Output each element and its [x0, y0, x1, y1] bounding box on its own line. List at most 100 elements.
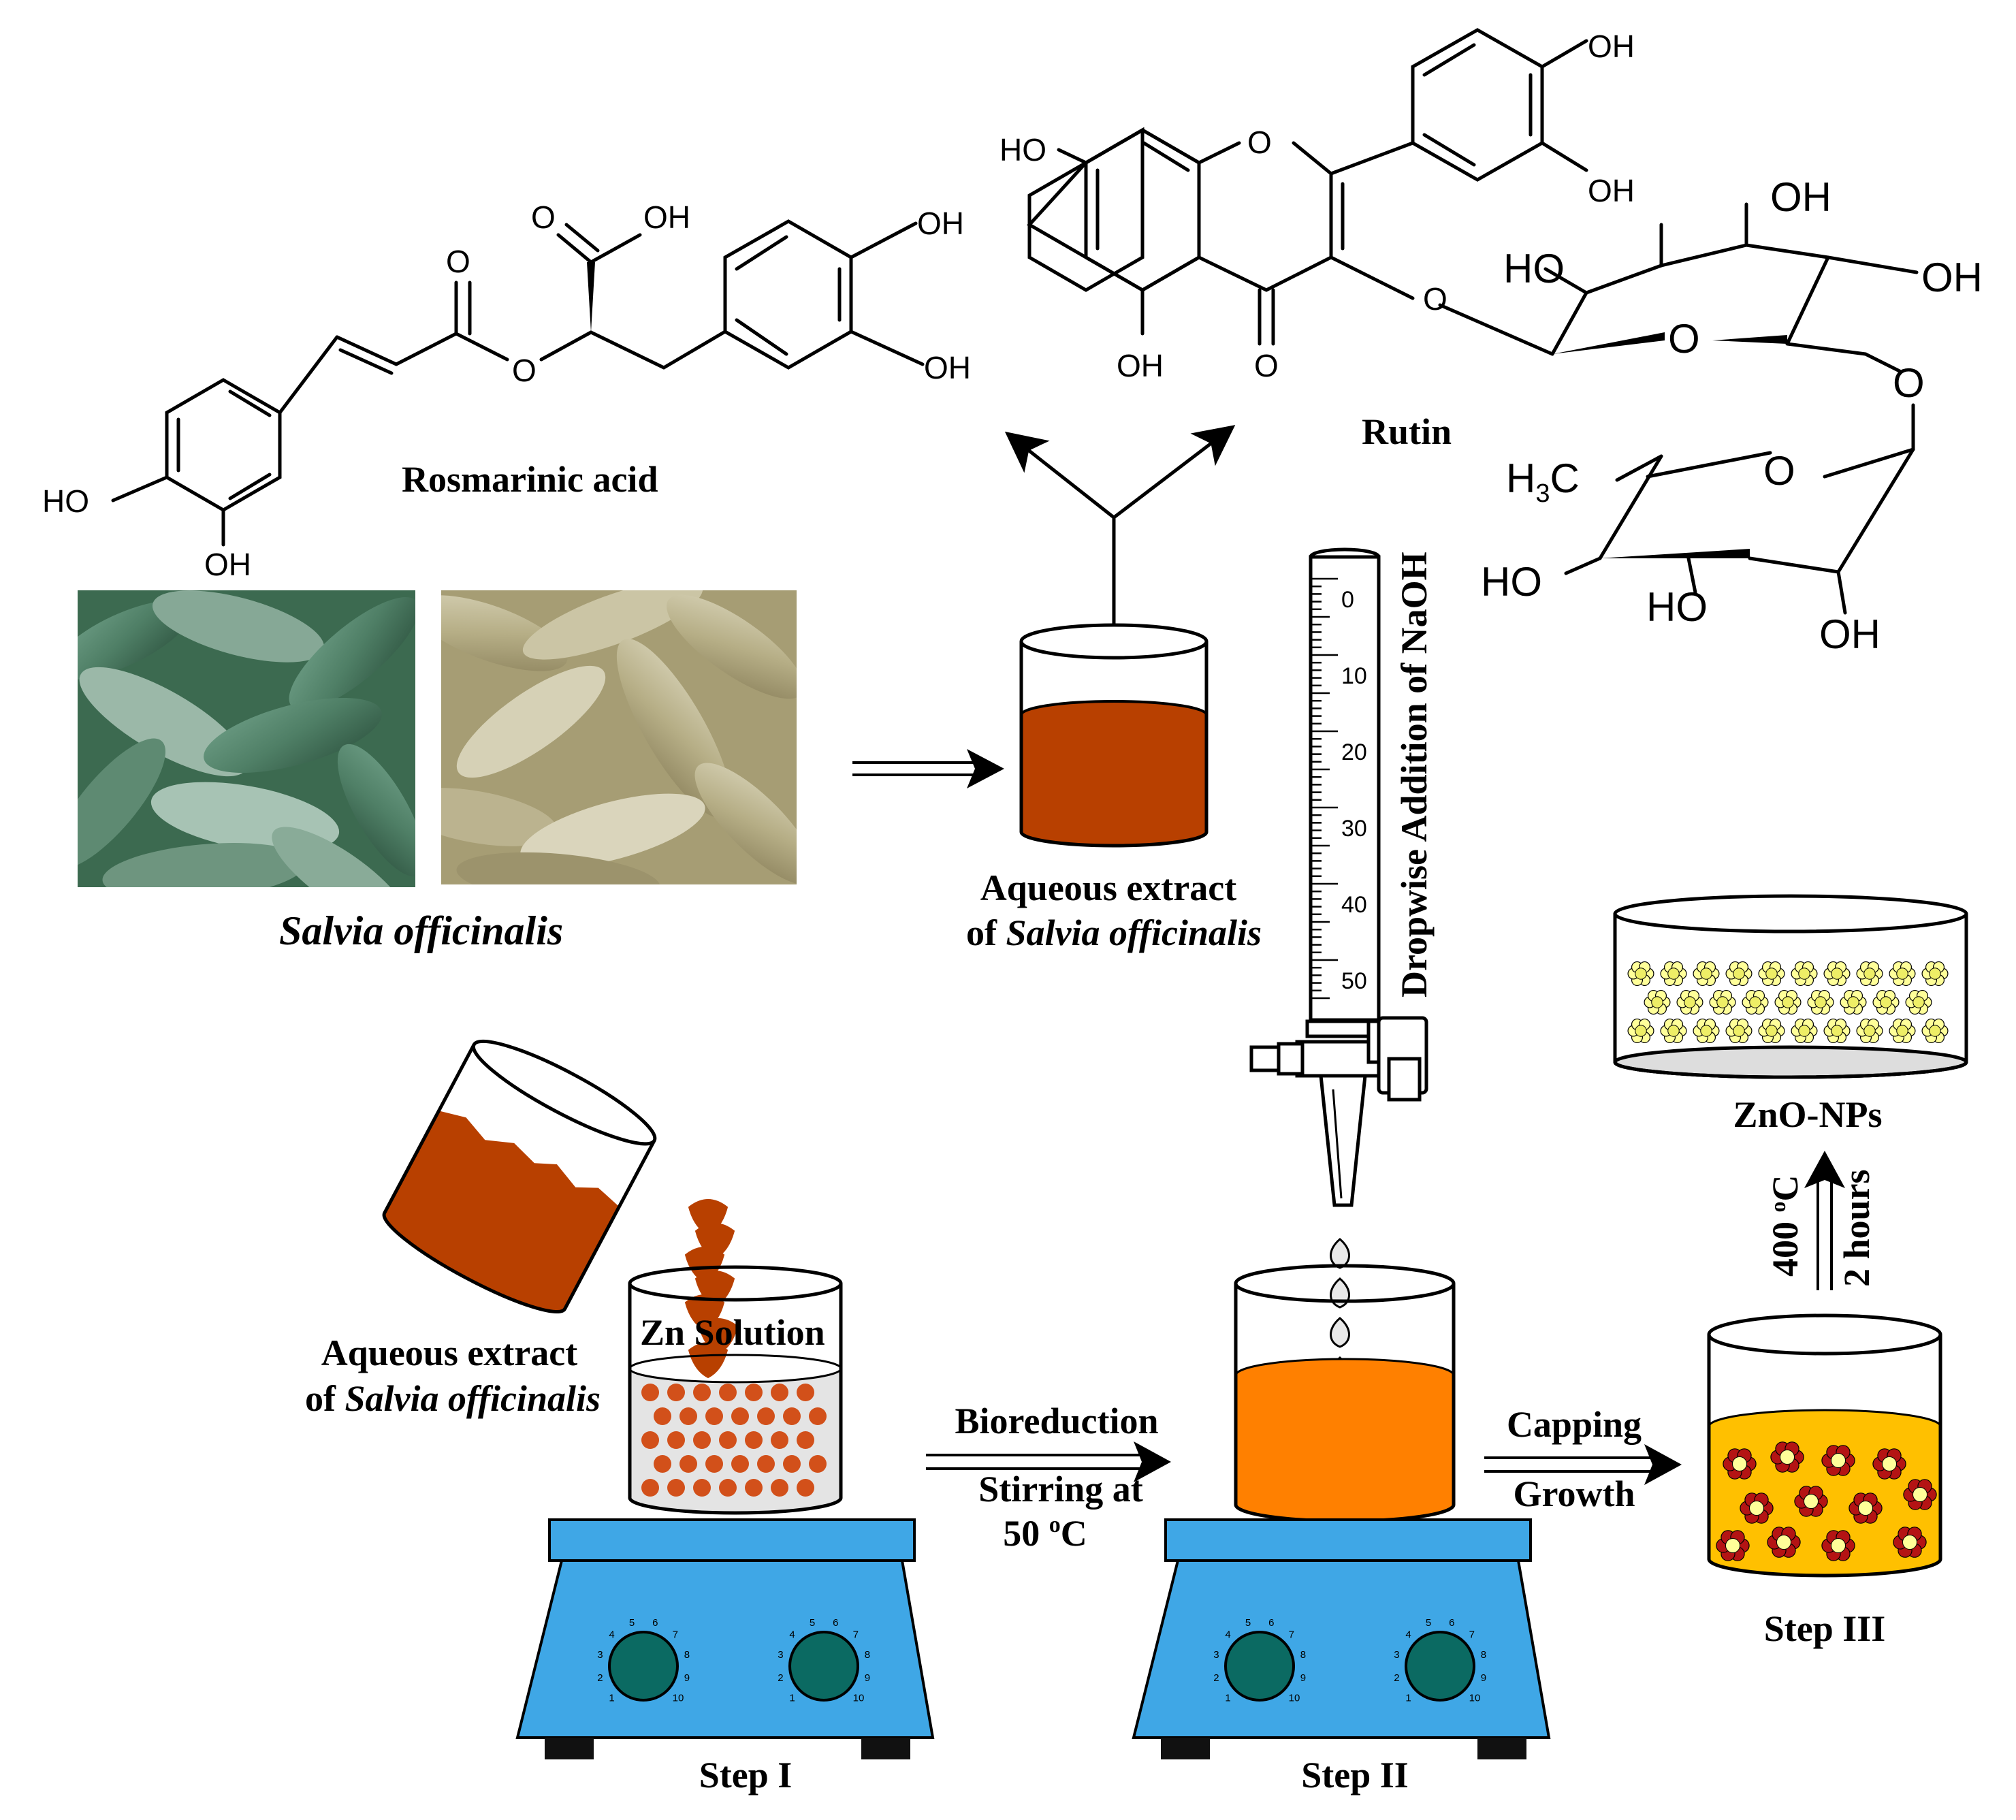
dial-number: 1 [1225, 1693, 1230, 1704]
temperature-50-label: 50 oC [1003, 1512, 1087, 1554]
burette-label: Dropwise Addition of NaOH [1394, 552, 1435, 997]
rutin-o-ring: O [1247, 125, 1272, 160]
dial-number: 7 [1289, 1629, 1294, 1640]
dial-number: 4 [609, 1629, 614, 1640]
extract-label: Aqueous extract of Salvia officinalis [966, 867, 1262, 953]
dial-number: 7 [1469, 1629, 1475, 1640]
dial-number: 5 [1245, 1617, 1251, 1629]
dial-number: 2 [597, 1672, 603, 1684]
svg-text:Aqueous extract: Aqueous extract [980, 867, 1236, 908]
rosmarinic-oh-l: OH [204, 547, 251, 582]
dial-number: 2 [1213, 1672, 1219, 1684]
rosmarinic-o-ester-carbonyl: O [446, 244, 470, 279]
rosmarinic-o-ester: O [512, 353, 537, 388]
dial-number: 9 [1300, 1672, 1306, 1684]
zn-solution-label: Zn Solution [640, 1312, 825, 1353]
bioreduction-label: Bioreduction [955, 1401, 1158, 1441]
dial-number: 3 [1213, 1649, 1219, 1661]
dial-number: 3 [597, 1649, 603, 1661]
burette-tick-label: 10 [1341, 663, 1367, 689]
dial-number: 5 [1426, 1617, 1431, 1629]
dial-number: 8 [1481, 1649, 1486, 1661]
step-1-label: Step I [699, 1755, 793, 1795]
svg-text:of Salvia officinalis: of Salvia officinalis [305, 1378, 601, 1419]
dial-number: 10 [1469, 1693, 1481, 1704]
step-1-group: Zn Solution Aqueous extract of Salvia of… [305, 1039, 935, 1795]
dial-number: 6 [833, 1617, 838, 1629]
growth-label: Growth [1513, 1473, 1635, 1514]
burette-tick-label: 0 [1341, 587, 1354, 613]
rosmarinic-o-carbonyl: O [531, 199, 556, 235]
rutin-o-keto: O [1254, 348, 1279, 383]
plant-label: Salvia officinalis [279, 908, 563, 953]
step-3-label: Step III [1764, 1608, 1886, 1649]
rosmarinic-acid-structure: O OH O O OH OH HO OH Rosmarinic acid [42, 199, 971, 582]
arrow-to-extract [852, 749, 1004, 788]
zno-nps-label: ZnO-NPs [1733, 1094, 1882, 1135]
rutin-oh-b1: OH [1588, 29, 1635, 64]
rosmarinic-oh-r2: OH [924, 350, 971, 385]
rosmarinic-ho-l: HO [42, 483, 89, 519]
svg-text:of Salvia officinalis: of Salvia officinalis [966, 912, 1262, 953]
sage-dried-photo [441, 590, 797, 884]
rutin-label: Rutin [1362, 411, 1452, 452]
dial-number: 10 [1289, 1693, 1300, 1704]
rutin-oh-r3: OH [1819, 611, 1881, 657]
burette-tick-label: 40 [1341, 892, 1367, 918]
stirring-label: Stirring at [978, 1469, 1142, 1510]
dial-number: 9 [865, 1672, 870, 1684]
dial-number: 1 [1405, 1693, 1411, 1704]
dial-number: 7 [853, 1629, 859, 1640]
dial-number: 6 [652, 1617, 658, 1629]
svg-text:Aqueous extract: Aqueous extract [321, 1332, 577, 1373]
step-3-group: Step III [1707, 1313, 1942, 1649]
rutin-oh-a5: OH [1117, 348, 1164, 383]
step-2-label: Step II [1301, 1755, 1409, 1795]
arrow-bioreduction: Bioreduction Stirring at 50 oC [926, 1401, 1171, 1554]
burette-tick-label: 50 [1341, 968, 1367, 994]
dial-number: 4 [1225, 1629, 1230, 1640]
dial-number: 5 [629, 1617, 635, 1629]
burette-tick-label: 30 [1341, 816, 1367, 842]
calcination-temp-label: 400 oC [1765, 1175, 1806, 1277]
rutin-ho-s1: HO [1503, 246, 1565, 291]
rutin-oh-s1: OH [1770, 174, 1831, 220]
rutin-o-sugar-ring: O [1668, 316, 1700, 362]
rutin-oh-s2: OH [1921, 255, 1983, 300]
rosmarinic-acid-label: Rosmarinic acid [402, 459, 658, 500]
dial-number: 8 [1300, 1649, 1306, 1661]
dial-number: 4 [1405, 1629, 1411, 1640]
rutin-structure: HO O OH OH O OH O OH HO OH O O [999, 28, 1983, 657]
dial-number: 7 [673, 1629, 678, 1640]
dial-number: 6 [1449, 1617, 1454, 1629]
dial-number: 9 [1481, 1672, 1486, 1684]
dial-number: 1 [789, 1693, 795, 1704]
dial-number: 1 [609, 1693, 614, 1704]
sage-fresh-photo [78, 590, 415, 887]
rutin-oh-b2: OH [1588, 173, 1635, 208]
dial-number: 2 [778, 1672, 783, 1684]
rutin-o-rhamnose: O [1763, 448, 1795, 494]
rutin-ho-a: HO [999, 132, 1046, 167]
calcination-time-label: 2 hours [1836, 1169, 1877, 1287]
dial-number: 10 [853, 1693, 865, 1704]
dial-number: 10 [673, 1693, 684, 1704]
dial-number: 2 [1394, 1672, 1399, 1684]
rutin-ho-r1: HO [1481, 559, 1542, 605]
arrow-calcination: 400 oC 2 hours [1765, 1151, 1877, 1290]
rosmarinic-oh-r1: OH [917, 206, 964, 241]
pour-extract-label: Aqueous extract of Salvia officinalis [305, 1332, 601, 1419]
dial-number: 9 [684, 1672, 690, 1684]
rosmarinic-oh-acid: OH [643, 199, 690, 235]
dial-number: 8 [684, 1649, 690, 1661]
extract-beaker [1004, 425, 1236, 848]
dial-number: 6 [1268, 1617, 1274, 1629]
rutin-o-link: O [1423, 281, 1447, 317]
dial-number: 4 [789, 1629, 795, 1640]
